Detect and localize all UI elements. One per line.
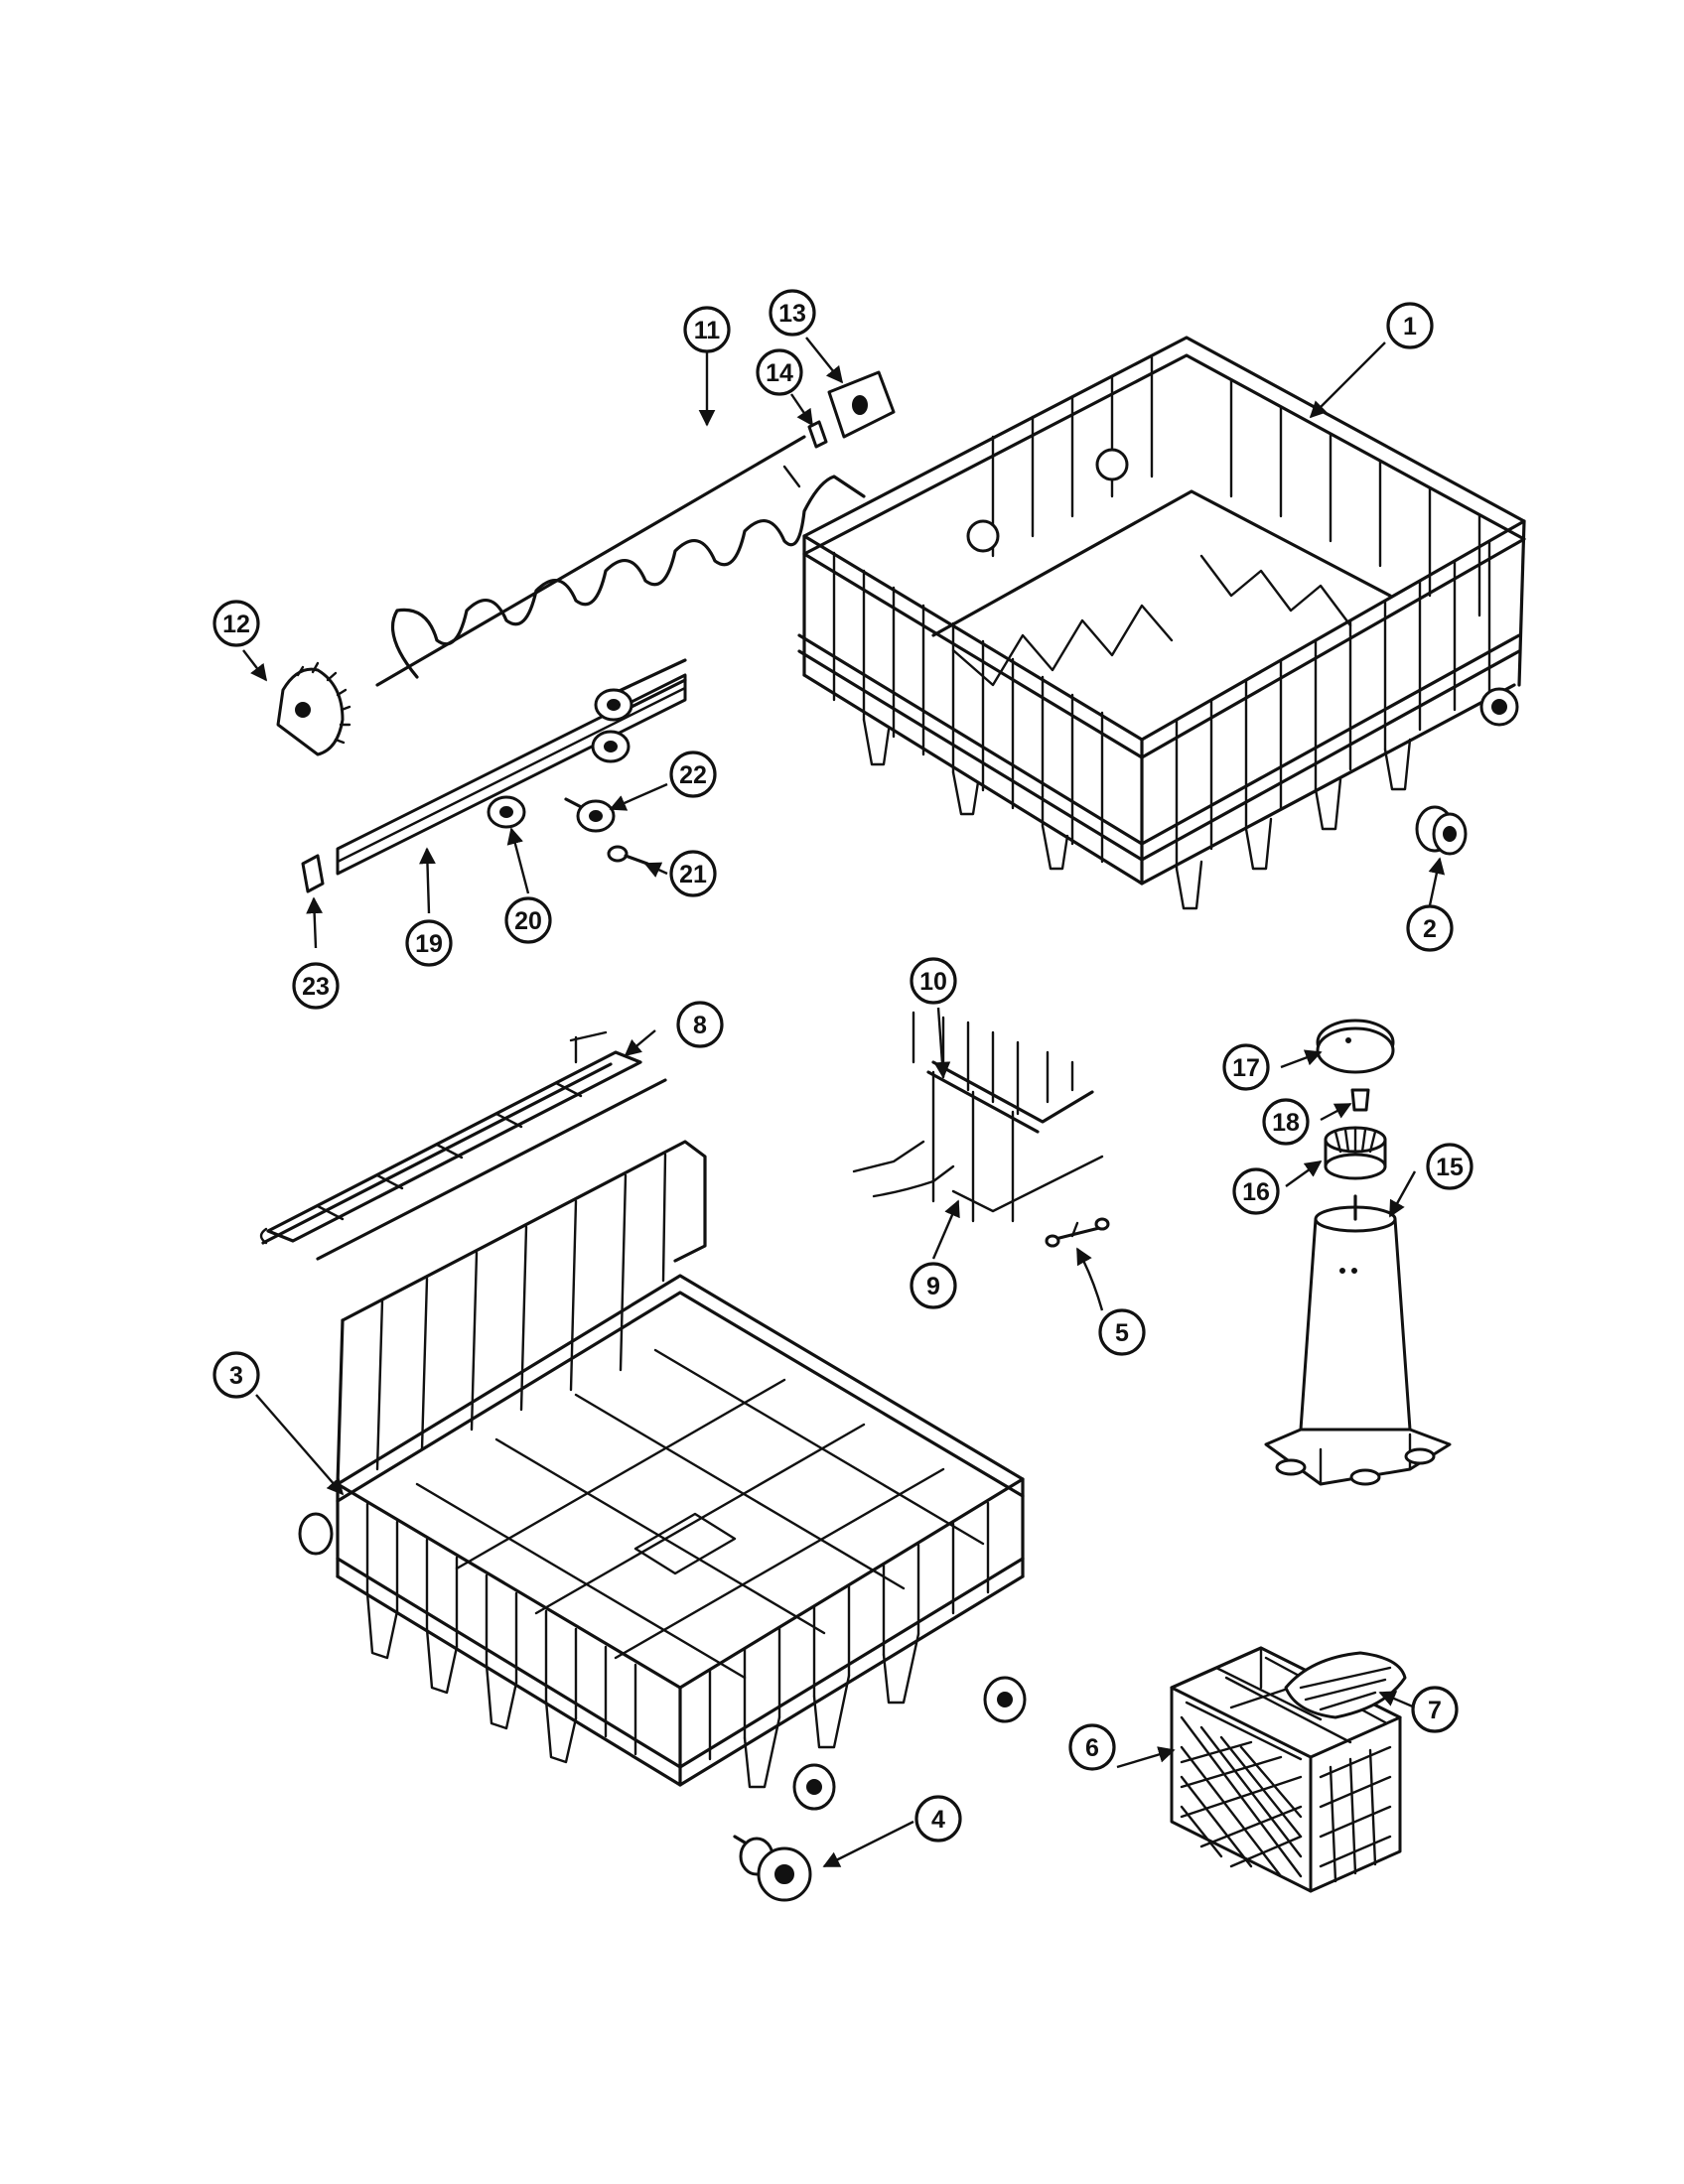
callout-13: 13	[769, 289, 816, 337]
rack-pin-14	[807, 420, 828, 449]
callout-19: 19	[405, 919, 453, 967]
rail-end-cap-23	[301, 854, 325, 893]
svg-text:22: 22	[679, 761, 707, 789]
rack-adjuster-wire-11	[375, 435, 866, 687]
callout-2: 2	[1406, 904, 1454, 952]
rack-slide-rail-19	[336, 658, 687, 876]
callout-23: 23	[292, 962, 340, 1010]
cup-shelf-8	[259, 1030, 667, 1261]
svg-text:16: 16	[1242, 1178, 1270, 1206]
callout-1: 1	[1386, 302, 1434, 349]
wash-tower-15	[1264, 1194, 1452, 1486]
svg-text:18: 18	[1272, 1109, 1300, 1137]
svg-text:19: 19	[415, 930, 443, 958]
callout-20: 20	[504, 896, 552, 944]
svg-text:13: 13	[778, 300, 806, 328]
svg-text:3: 3	[229, 1362, 243, 1390]
callout-14: 14	[756, 348, 803, 396]
screw-21	[607, 845, 649, 866]
svg-text:11: 11	[694, 317, 721, 344]
svg-text:1: 1	[1403, 313, 1417, 341]
svg-text:2: 2	[1423, 915, 1437, 943]
tine-clip-5	[1045, 1217, 1110, 1248]
callout-12: 12	[212, 600, 260, 647]
callout-7: 7	[1411, 1686, 1459, 1733]
callout-18: 18	[1262, 1098, 1310, 1146]
svg-text:10: 10	[919, 968, 947, 996]
tine-rack-10	[852, 1011, 1104, 1223]
callout-16: 16	[1232, 1167, 1280, 1215]
callout-3: 3	[212, 1351, 260, 1399]
callout-10: 10	[910, 957, 957, 1005]
svg-text:5: 5	[1115, 1319, 1129, 1347]
svg-text:21: 21	[679, 861, 707, 888]
basket-lid-7	[1284, 1651, 1407, 1719]
rail-rollers-20	[487, 688, 633, 829]
svg-text:20: 20	[514, 907, 542, 935]
callout-6: 6	[1068, 1723, 1116, 1771]
rack-wheel-2	[1415, 805, 1468, 856]
svg-text:6: 6	[1085, 1734, 1099, 1762]
tower-nut-16	[1324, 1126, 1387, 1180]
callout-22: 22	[669, 751, 717, 798]
svg-text:8: 8	[693, 1012, 707, 1039]
svg-text:4: 4	[931, 1806, 945, 1834]
lower-rack	[298, 1140, 1027, 1811]
rack-wheel-4	[733, 1835, 812, 1902]
silverware-basket-6	[1170, 1646, 1402, 1893]
rack-stop-13	[827, 370, 896, 439]
svg-text:7: 7	[1428, 1697, 1442, 1724]
svg-text:15: 15	[1436, 1154, 1464, 1181]
upper-rack	[797, 336, 1526, 910]
rail-roller-22	[564, 797, 616, 833]
callout-21: 21	[669, 850, 717, 897]
tower-pin-18	[1350, 1088, 1370, 1112]
tower-cap-17	[1316, 1019, 1395, 1074]
callout-4: 4	[914, 1795, 962, 1843]
callout-15: 15	[1426, 1143, 1474, 1190]
adjuster-gear-12	[276, 661, 351, 756]
svg-text:14: 14	[766, 359, 793, 387]
callout-8: 8	[676, 1001, 724, 1048]
callout-9: 9	[910, 1262, 957, 1309]
callout-17: 17	[1222, 1043, 1270, 1091]
svg-text:17: 17	[1232, 1054, 1260, 1082]
svg-text:12: 12	[222, 611, 250, 638]
callout-5: 5	[1098, 1308, 1146, 1356]
callout-11: 11	[683, 306, 731, 353]
svg-text:9: 9	[926, 1273, 940, 1300]
svg-text:23: 23	[302, 973, 330, 1001]
leader-lines	[242, 337, 1446, 1868]
